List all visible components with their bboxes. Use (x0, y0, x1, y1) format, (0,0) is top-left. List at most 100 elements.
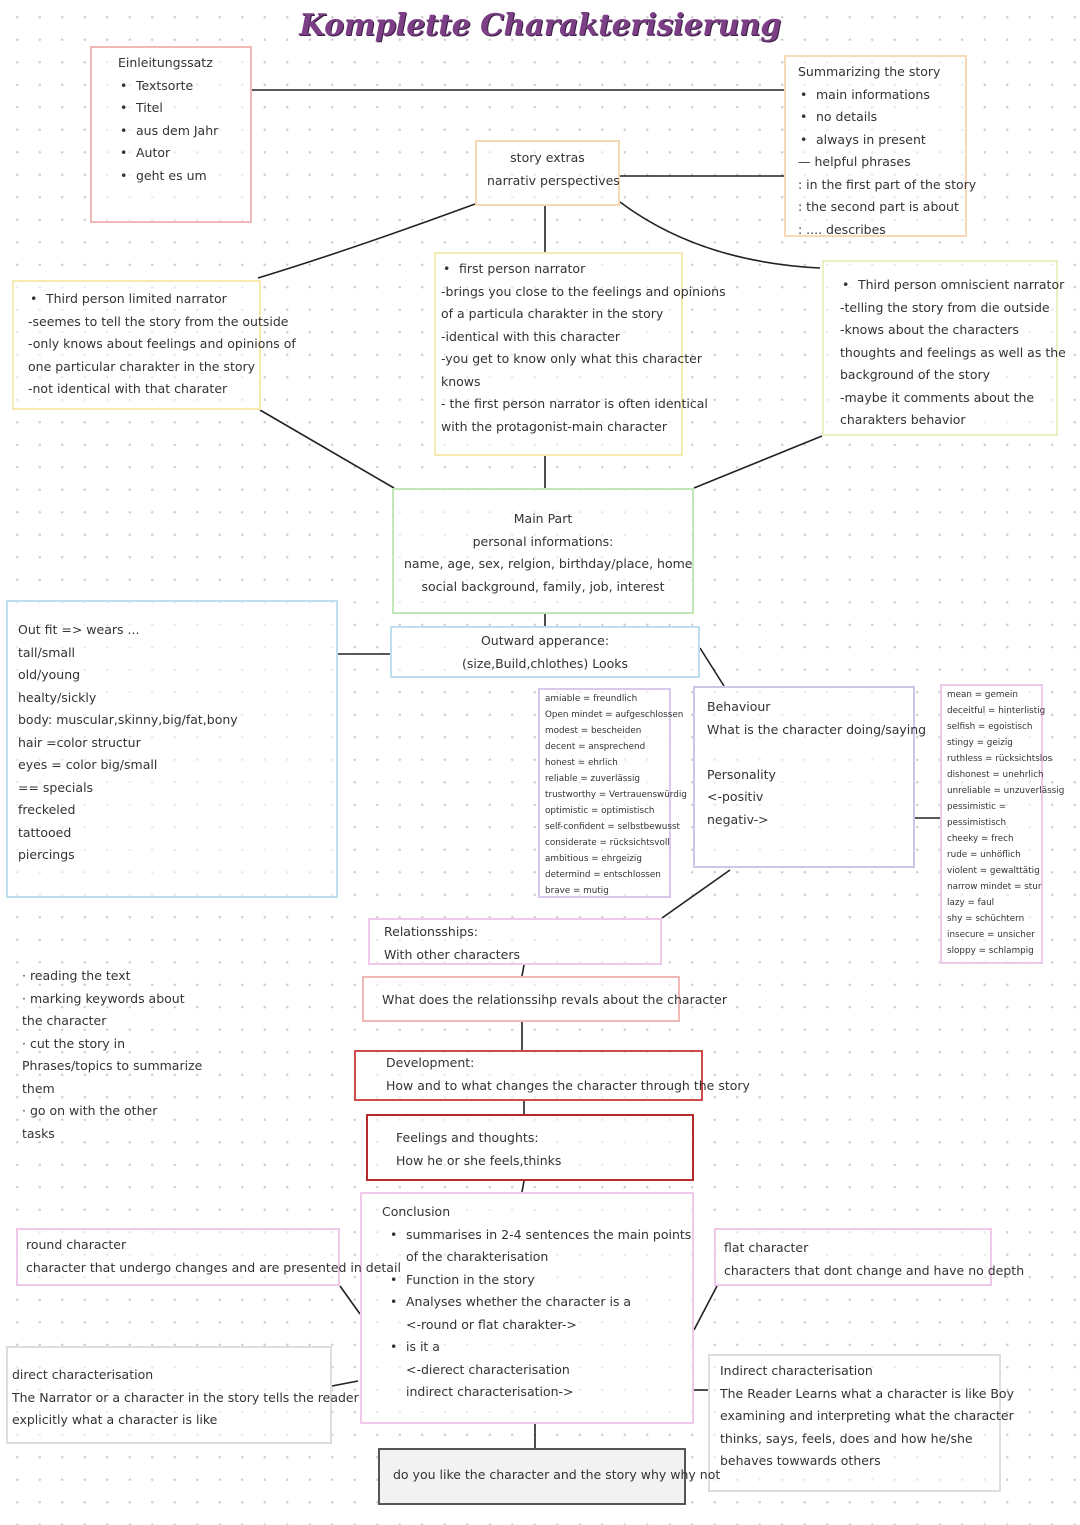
first-person-line: -identical with this character (441, 328, 621, 344)
third-limited-line: Third person limited narrator (28, 288, 249, 311)
summary-item: always in present (798, 129, 955, 152)
indirect-line: Indirect characterisation (720, 1363, 873, 1378)
direct-characterisation-box: direct characterisation The Narrator or … (6, 1346, 359, 1444)
positive-trait: trustworthy = Vertrauenswürdig (545, 790, 687, 800)
negative-trait: sloppy = schlampig (947, 946, 1034, 956)
third-omni-line: -maybe it comments about the (840, 389, 1035, 405)
third-omni-line: thoughts and feelings as well as the (840, 344, 1066, 360)
outfit-line: body: muscular,skinny,big/fat,bony (18, 712, 238, 727)
main-part-line: social background, family, job, interest (421, 578, 665, 594)
negative-trait: selfish = egoistisch (947, 722, 1033, 732)
positive-trait: brave = mutig (545, 886, 609, 896)
summary-heading: Summarizing the story (798, 64, 941, 79)
first-person-line: knows (441, 373, 481, 389)
outfit-line: old/young (18, 667, 81, 682)
behaviour-line: Behaviour (707, 699, 771, 714)
first-person-line: with the protagonist-main character (441, 418, 667, 434)
negative-traits-box: mean = gemein deceitful = hinterlistig s… (940, 684, 1065, 964)
development-line: How and to what changes the character th… (386, 1077, 750, 1093)
third-person-limited-box: Third person limited narrator -seemes to… (12, 280, 296, 410)
working-steps: · reading the text · marking keywords ab… (22, 965, 202, 1145)
negative-trait: shy = schüchtern (947, 914, 1025, 924)
conclusion-sub: <-round or flat charakter-> (406, 1316, 577, 1332)
extras-line: narrativ perspectives (487, 172, 620, 188)
negative-trait: unreliable = unzuverlässig (947, 786, 1065, 796)
negative-trait: ruthless = rücksichtslos (947, 754, 1053, 764)
summary-phrase: : .... describes (798, 221, 886, 237)
behaviour-box: Behaviour What is the character doing/sa… (693, 686, 927, 868)
feelings-box: Feelings and thoughts: How he or she fee… (366, 1114, 694, 1181)
negative-trait: stingy = geizig (947, 738, 1013, 748)
feelings-line: Feelings and thoughts: (396, 1130, 539, 1145)
negative-trait: rude = unhöflich (947, 850, 1021, 860)
intro-item: geht es um (118, 165, 240, 188)
feelings-line: How he or she feels,thinks (396, 1152, 562, 1168)
outfit-box: Out fit => wears ... tall/small old/youn… (6, 600, 338, 898)
intro-item: Textsorte (118, 75, 240, 98)
task-line: · go on with the other (22, 1103, 158, 1118)
intro-box: Einleitungssatz Textsorte Titel aus dem … (90, 46, 252, 223)
conclusion-item: Analyses whether the character is a (388, 1291, 682, 1314)
direct-line: The Narrator or a character in the story… (12, 1389, 359, 1405)
outward-line: Outward apperance: (480, 633, 610, 648)
flat-line: flat character (724, 1240, 809, 1255)
negative-trait: narrow mindet = stur (947, 882, 1042, 892)
flat-character-box: flat character characters that dont chan… (714, 1228, 1025, 1286)
reveals-line: What does the relationssihp revals about… (382, 992, 727, 1007)
final-line: do you like the character and the story … (393, 1467, 721, 1482)
main-part-line: name, age, sex, relgion, birthday/place,… (404, 556, 693, 571)
conclusion-item: is it a (388, 1336, 682, 1359)
summary-item: no details (798, 106, 955, 129)
negative-trait: cheeky = frech (947, 834, 1014, 844)
intro-heading: Einleitungssatz (118, 55, 213, 70)
flat-line: characters that dont change and have no … (724, 1262, 1025, 1278)
relationships-line: Relationsships: (384, 924, 478, 939)
development-box: Development: How and to what changes the… (354, 1050, 750, 1101)
summary-phrases-heading: — helpful phrases (798, 154, 911, 169)
third-limited-line: -only knows about feelings and opinions … (28, 336, 296, 351)
behaviour-line: What is the character doing/saying (707, 721, 927, 737)
positive-trait: reliable = zuverlässig (545, 774, 640, 784)
main-part-box: Main Part personal informations: name, a… (392, 488, 694, 614)
third-omni-line: charakters behavior (840, 412, 966, 427)
conclusion-box: Conclusion summarises in 2-4 sentences t… (360, 1192, 694, 1424)
summary-phrase: : in the first part of the story (798, 176, 977, 192)
summary-box: Summarizing the story main informations … (784, 55, 977, 237)
positive-trait: determind = entschlossen (545, 870, 661, 880)
positive-trait: self-confident = selbstbewusst (545, 822, 680, 832)
direct-line: explicitly what a character is like (12, 1412, 218, 1427)
negative-trait: violent = gewalttätig (947, 866, 1040, 876)
indirect-characterisation-box: Indirect characterisation The Reader Lea… (708, 1354, 1014, 1492)
negative-trait: dishonest = unehrlich (947, 770, 1044, 780)
third-person-omniscient-box: Third person omniscient narrator -tellin… (822, 260, 1066, 436)
first-person-line: of a particula charakter in the story (441, 306, 664, 321)
negative-trait: pessimistic = (947, 802, 1007, 812)
main-part-line: personal informations: (472, 533, 614, 549)
negative-trait: lazy = faul (947, 898, 995, 908)
first-person-line: -brings you close to the feelings and op… (441, 283, 726, 299)
task-line: · reading the text (22, 968, 131, 983)
outfit-line: eyes = color big/small (18, 757, 158, 772)
behaviour-line (707, 741, 903, 764)
positive-trait: ambitious = ehrgeizig (545, 854, 642, 864)
conclusion-item: Function in the story (388, 1269, 682, 1292)
behaviour-line: Personality (707, 766, 776, 782)
outfit-line: Out fit => wears ... (18, 622, 140, 637)
round-line: round character (26, 1237, 127, 1252)
task-line: · cut the story in (22, 1035, 126, 1051)
development-line: Development: (386, 1055, 475, 1070)
indirect-line: thinks, says, feels, does and how he/she (720, 1430, 973, 1446)
behaviour-line: negativ-> (707, 811, 769, 827)
first-person-line: first person narrator (441, 258, 671, 281)
behaviour-line: <-positiv (707, 789, 764, 804)
indirect-line: examining and interpreting what the char… (720, 1408, 1014, 1423)
first-person-box: first person narrator -brings you close … (434, 252, 726, 456)
indirect-line: behaves towwards others (720, 1453, 881, 1468)
conclusion-item: summarises in 2-4 sentences the main poi… (388, 1224, 691, 1247)
positive-trait: modest = bescheiden (545, 726, 642, 736)
conclusion-sub: of the charakterisation (406, 1249, 549, 1264)
negative-trait: deceitful = hinterlistig (947, 706, 1046, 716)
negative-trait: insecure = unsicher (947, 930, 1035, 940)
direct-line: direct characterisation (12, 1367, 154, 1382)
